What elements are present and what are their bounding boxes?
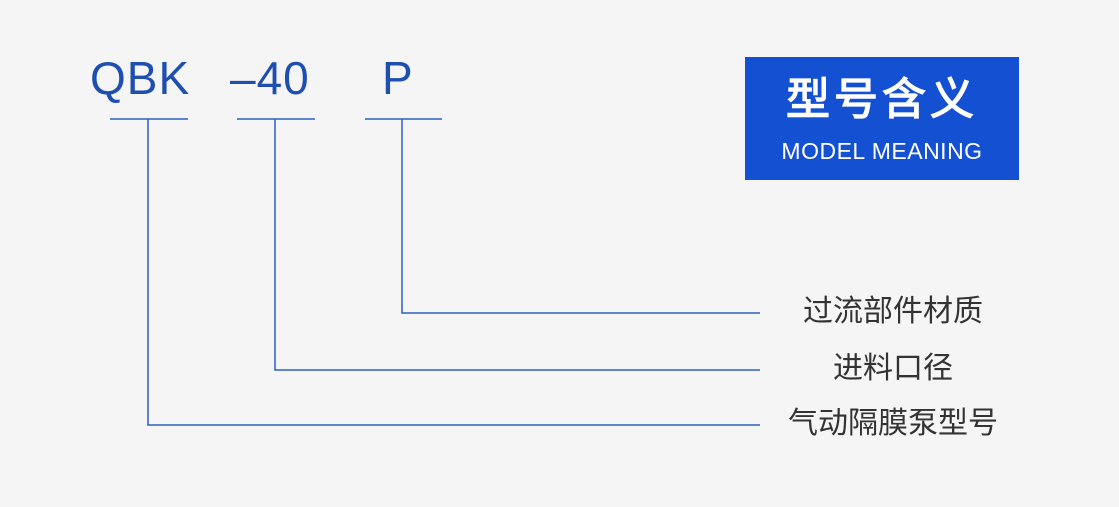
connector-material (401, 119, 760, 314)
badge-subtitle: MODEL MEANING (781, 138, 983, 164)
code-segment-diameter: –40 (230, 52, 310, 104)
connector-diameter (274, 119, 760, 371)
code-segment-qbk: QBK (90, 52, 191, 104)
model-meaning-badge: 型号含义 MODEL MEANING (745, 57, 1019, 180)
description-diameter: 进料口径 (833, 351, 953, 386)
code-segment-material: P (382, 52, 414, 104)
connector-qbk (147, 119, 760, 426)
badge-title: 型号含义 (786, 74, 978, 125)
description-material: 过流部件材质 (803, 294, 983, 329)
description-pump-model: 气动隔膜泵型号 (788, 406, 998, 441)
